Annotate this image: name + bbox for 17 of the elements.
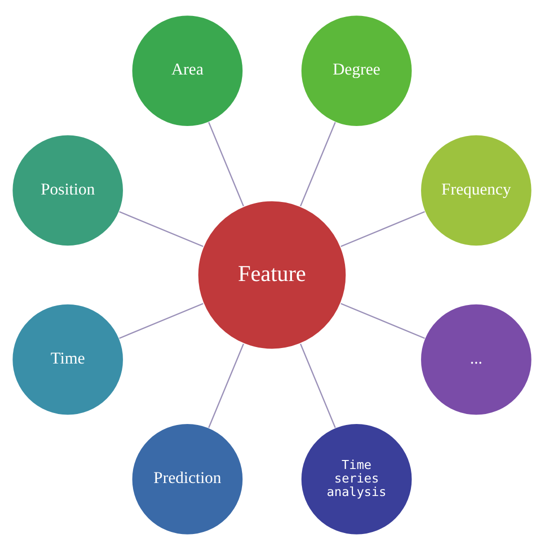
connector bbox=[208, 122, 244, 206]
connector bbox=[208, 343, 244, 428]
node-circle: Degree bbox=[300, 14, 413, 126]
node-circle: Time series analysis bbox=[300, 422, 413, 535]
node-circle: Frequency bbox=[420, 134, 532, 246]
node-circle: Position bbox=[12, 134, 124, 246]
connector bbox=[340, 302, 425, 338]
node-circle: Time bbox=[12, 302, 124, 416]
connector bbox=[119, 210, 204, 247]
node-circle: Prediction bbox=[131, 422, 244, 535]
node-circle: ... bbox=[420, 302, 532, 416]
connector bbox=[119, 302, 204, 338]
connector bbox=[300, 122, 336, 206]
node-circle: Area bbox=[131, 14, 244, 126]
node-circle: Feature bbox=[197, 200, 347, 350]
connector bbox=[300, 343, 336, 428]
connector bbox=[340, 210, 425, 247]
